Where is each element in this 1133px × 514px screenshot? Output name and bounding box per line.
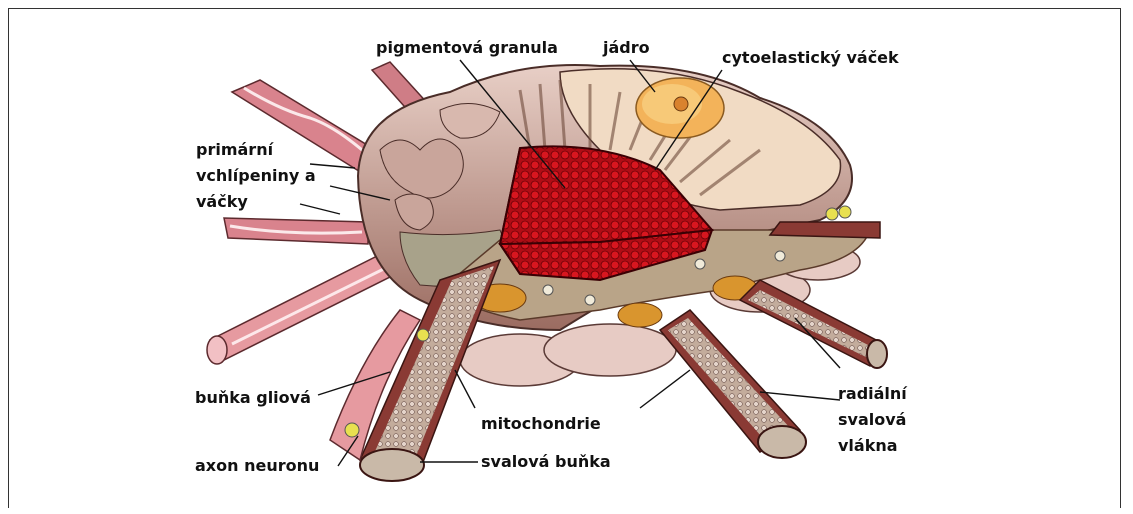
label-mitochondria: mitochondrie <box>481 414 601 434</box>
label-cytoelastic-vesicle: cytoelastický váček <box>722 48 899 68</box>
label-axon: axon neuronu <box>195 456 319 476</box>
label-pigment-granules: pigmentová granula <box>376 38 558 58</box>
label-glial-cell: buňka gliová <box>195 388 311 408</box>
label-muscle-cell: svalová buňka <box>481 452 611 472</box>
leader-mito-right <box>640 370 690 408</box>
label-radial-line3: vlákna <box>838 436 898 456</box>
label-nucleus: jádro <box>603 38 650 58</box>
label-radial-line2: svalová <box>838 410 906 430</box>
label-invaginations-line2: vchlípeniny a <box>196 166 316 186</box>
muscle-fiber-bottom <box>660 310 806 458</box>
muscle-fiber-right <box>740 280 887 368</box>
label-invaginations-line3: váčky <box>196 192 248 212</box>
leader-invag-3 <box>300 204 340 214</box>
label-invaginations-line1: primární <box>196 140 273 160</box>
nerve-tube-left <box>224 218 368 244</box>
label-radial-line1: radiální <box>838 384 907 404</box>
